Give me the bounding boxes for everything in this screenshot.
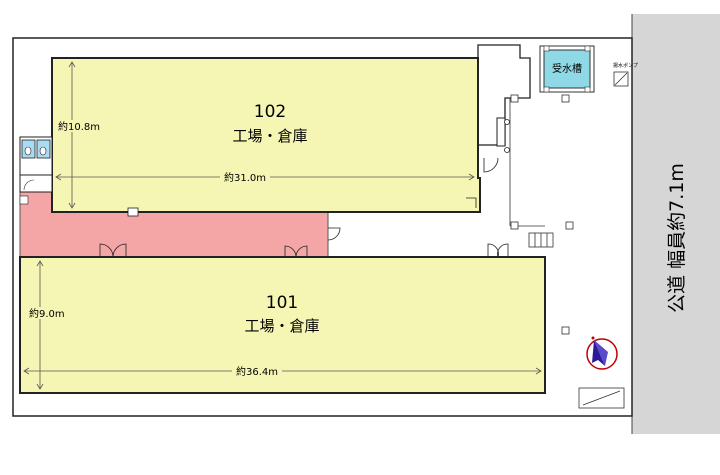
unit-101-use: 工場・倉庫 [244,317,319,335]
north-arrow-icon [586,336,618,370]
unit-101-number: 101 [266,293,298,313]
pump-label: 揚水ポンプ [613,62,638,69]
road-label: 公道 幅員約7.1m [666,163,688,313]
unit-102-width-label: 約31.0m [224,171,266,184]
unit-102-height-label: 約10.8m [58,120,100,133]
unit-101-height-label: 約9.0m [29,307,65,320]
unit-101-width-label: 約36.4m [236,365,278,378]
dimension-lines-101 [23,260,542,390]
water-tank-label: 受水槽 [552,62,582,75]
site-utilities [509,71,629,409]
water-tank [543,49,591,89]
unit-102-use: 工場・倉庫 [232,127,307,145]
unit-101-floor [19,256,546,394]
unit-102-number: 102 [254,102,286,122]
public-road [632,14,720,434]
door-marks [99,207,509,258]
site-boundary [12,37,633,417]
